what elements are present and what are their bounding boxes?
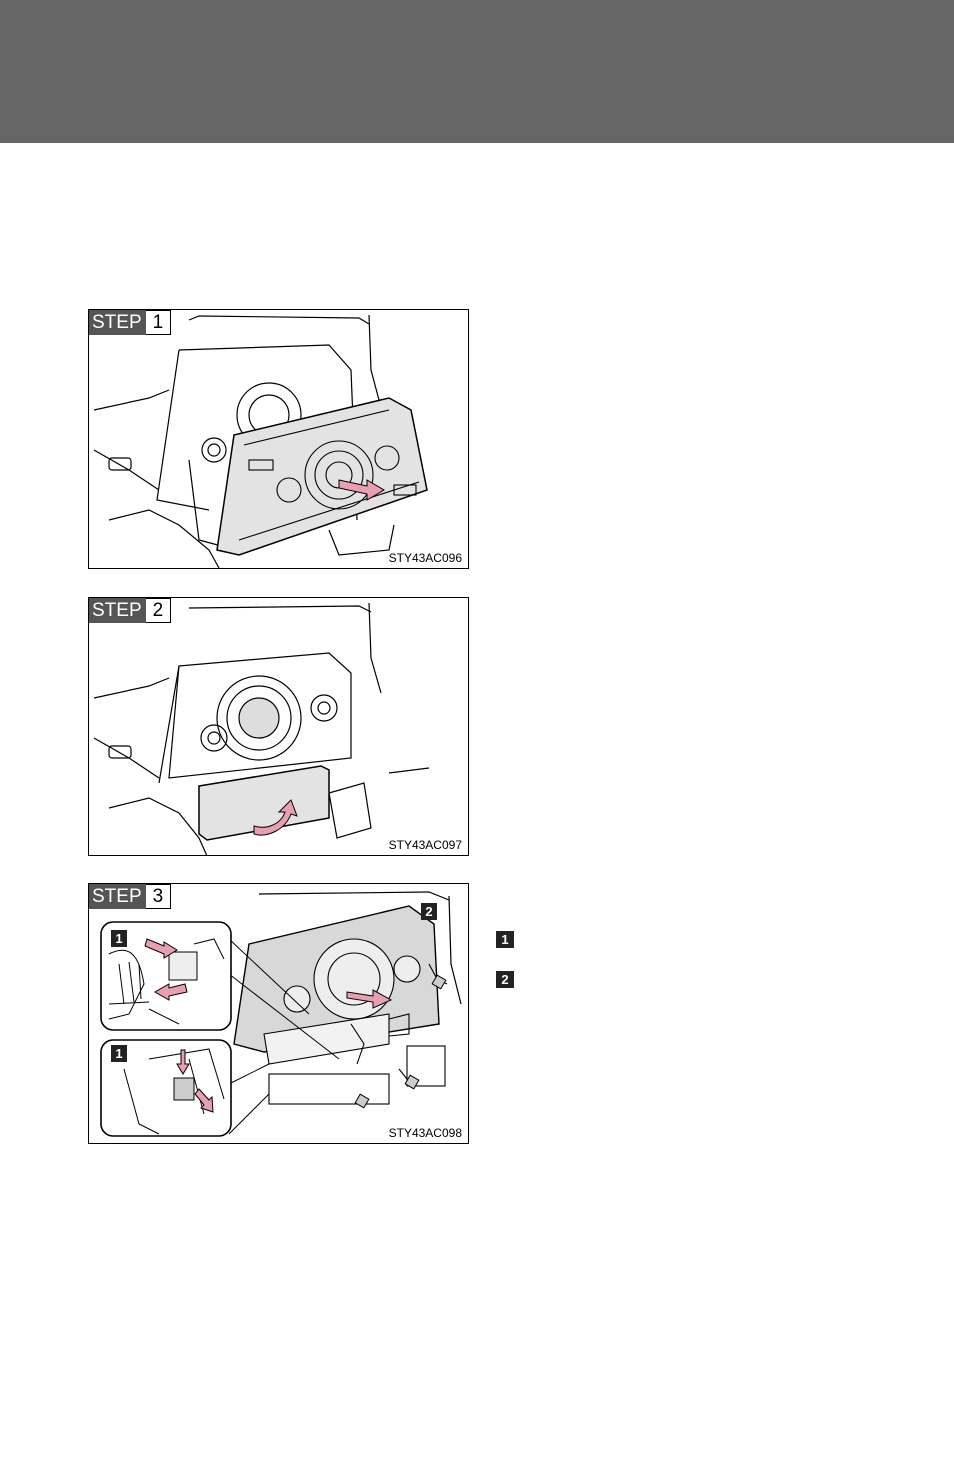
panel-removal-drawing [93, 314, 428, 568]
header-band [0, 0, 954, 143]
step-number: 2 [145, 598, 172, 623]
step-badge: STEP 2 [89, 598, 172, 623]
step-2-illustration: STEP 2 STY43AC097 [88, 597, 469, 856]
legend-marker: 1 [496, 931, 514, 948]
step-number: 1 [145, 310, 172, 335]
step-label: STEP [89, 310, 146, 335]
legend-marker: 2 [496, 971, 514, 988]
step-label: STEP [89, 598, 146, 623]
step-number: 3 [145, 884, 172, 909]
callout-marker: 1 [111, 930, 127, 947]
step-1-illustration: STEP 1 [88, 309, 469, 569]
callout-marker: 1 [111, 1045, 127, 1062]
connector-and-bolt-removal-drawing [100, 891, 462, 1137]
step-badge: STEP 1 [89, 310, 172, 335]
step-label: STEP [89, 884, 146, 909]
figure-code: STY43AC098 [388, 1126, 462, 1140]
lower-cover-removal-drawing [93, 602, 430, 855]
figure-code: STY43AC096 [388, 551, 462, 565]
step-3-illustration: STEP 3 [88, 883, 469, 1144]
step-badge: STEP 3 [89, 884, 172, 909]
callout-marker: 2 [421, 903, 437, 920]
figure-code: STY43AC097 [388, 838, 462, 852]
